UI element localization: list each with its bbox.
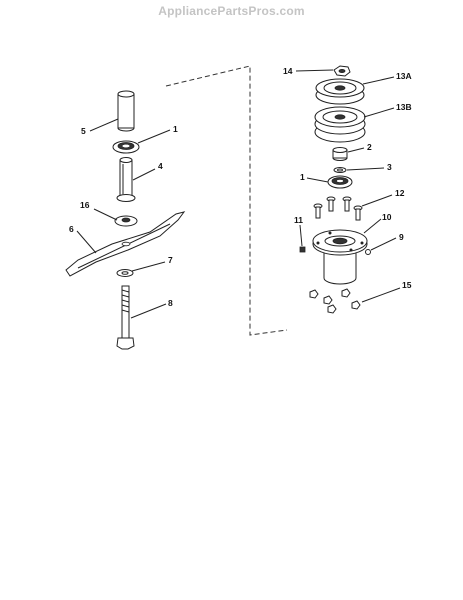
callout-5: 5: [81, 126, 86, 136]
callout-16: 16: [80, 200, 90, 210]
callout-8: 8: [168, 298, 173, 308]
callout-10: 10: [382, 212, 392, 222]
leader-lines: [76, 69, 401, 319]
callout-7: 7: [168, 255, 173, 265]
callout-6: 6: [69, 224, 74, 234]
part-8-bolt: [116, 285, 135, 350]
callout-4: 4: [158, 161, 163, 171]
part-3-washer: [333, 167, 347, 173]
part-1-bearing-left: [112, 140, 140, 154]
part-9-grease-fitting: [365, 249, 371, 255]
part-6-blade: [65, 211, 186, 277]
part-11-fitting: [299, 246, 306, 253]
callout-labels: 5 1 4 16 6 7 8 14 13A 13B 2 3 1 12 11 10…: [69, 66, 412, 308]
callout-3: 3: [387, 162, 392, 172]
watermark-text: AppliancePartsPros.com: [158, 4, 305, 18]
callout-11: 11: [294, 215, 303, 225]
callout-15: 15: [402, 280, 412, 290]
part-10-spindle-housing: [312, 229, 368, 285]
dashed-connector: [165, 65, 288, 336]
part-1-bearing-right: [327, 175, 353, 189]
callout-1-right: 1: [300, 172, 305, 182]
part-16-adapter: [114, 215, 138, 227]
callout-9: 9: [399, 232, 404, 242]
callout-13a: 13A: [396, 71, 412, 81]
callout-2: 2: [367, 142, 372, 152]
part-12-bolts: [313, 196, 363, 221]
part-5-spacer: [117, 90, 135, 132]
callout-1-left: 1: [173, 124, 178, 134]
callout-13b: 13B: [396, 102, 412, 112]
part-4-spindle-shaft: [116, 157, 136, 202]
part-7-washer: [116, 269, 134, 277]
part-13a-pulley: [315, 78, 365, 105]
callout-14: 14: [283, 66, 293, 76]
part-14-nut: [333, 65, 351, 77]
part-2-bushing: [332, 147, 348, 161]
part-15-nuts: [309, 288, 361, 314]
callout-12: 12: [395, 188, 405, 198]
part-13b-pulley: [314, 106, 366, 143]
